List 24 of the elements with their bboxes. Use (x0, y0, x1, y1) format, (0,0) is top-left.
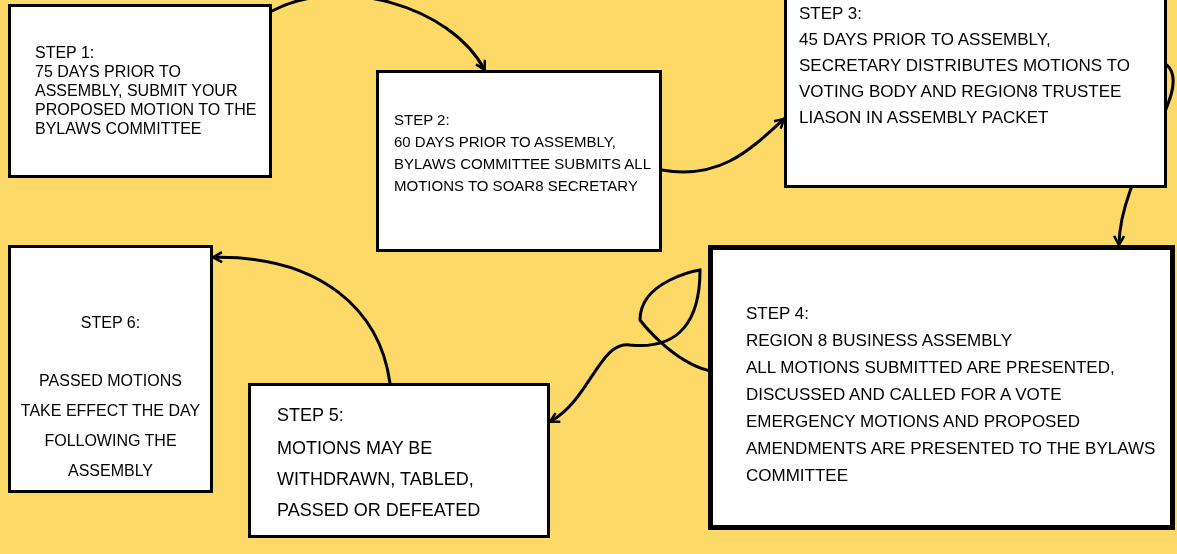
step-box (708, 245, 1175, 530)
step-text: 60 DAYS PRIOR TO ASSEMBLY, BYLAWS COMMITTEE SUBMITS ALL MOTIONS TO SOAR8 SECRETARY (394, 132, 651, 196)
step-heading: STEP 6: (79, 313, 142, 333)
step-box (376, 70, 662, 252)
step-heading: STEP 5: (277, 404, 345, 427)
step-text: 75 DAYS PRIOR TO ASSEMBLY, SUBMIT YOUR PROPOSED MOTION TO THE BYLAWS COMMITTEE (35, 62, 258, 138)
step-text: MOTIONS MAY BE WITHDRAWN, TABLED, PASSED OR DEFEATED (277, 437, 482, 522)
step-text: PASSED MOTIONS TAKE EFFECT THE DAY FOLLOWING THE ASSEMBLY (19, 371, 202, 481)
step-heading: STEP 1: (35, 43, 96, 62)
step-heading: STEP 4: (746, 303, 810, 325)
step-text: REGION 8 BUSINESS ASSEMBLY (746, 330, 1014, 352)
step-heading: STEP 2: (394, 110, 451, 130)
step-box (784, 0, 1167, 188)
curved-arrow (548, 268, 710, 424)
step-text: EMERGENCY MOTIONS AND PROPOSED AMENDMENTS ARE PRESENTED TO THE BYLAWS COMMITTEE (746, 411, 1157, 487)
step-box (8, 4, 272, 178)
curved-arrow (211, 251, 392, 385)
curved-arrow (660, 117, 786, 174)
step-text: 45 DAYS PRIOR TO ASSEMBLY, SECRETARY DISTRIBUTES MOTIONS TO VOTING BODY AND REGION8 TRUSTEE LIASON IN ASSEMBLY PACKET (799, 29, 1131, 129)
step-box (8, 245, 213, 493)
curved-arrow (270, 0, 487, 72)
step-heading: STEP 3: (799, 3, 863, 25)
step-text: ALL MOTIONS SUBMITTED ARE PRESENTED, DISCUSSED AND CALLED FOR A VOTE (746, 357, 1116, 406)
step-box (248, 383, 550, 538)
